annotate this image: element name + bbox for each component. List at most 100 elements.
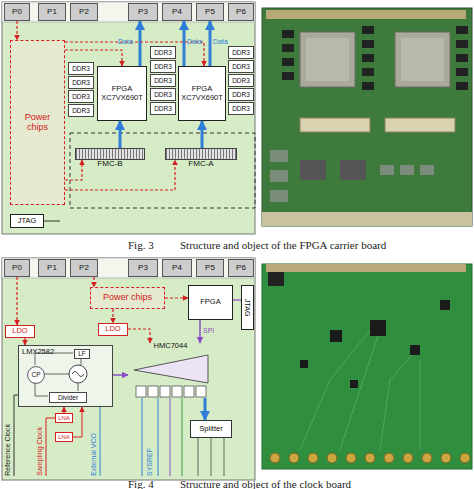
node-text: DDR3 <box>154 63 172 70</box>
connector <box>199 320 201 343</box>
node-text: P5 <box>205 264 215 273</box>
connector <box>73 407 82 437</box>
connector-pin: P5 <box>196 3 224 21</box>
connector <box>165 297 188 298</box>
fmc-connector: FMC-A <box>165 148 237 160</box>
connector-pin: P2 <box>70 259 98 277</box>
node-text: LF <box>78 350 86 357</box>
connector-pin: P4 <box>162 259 192 277</box>
jtag-header: JTAG <box>241 285 254 330</box>
connector <box>16 21 17 40</box>
node-text: P2 <box>79 264 89 273</box>
node-text: Power chips <box>103 293 152 303</box>
node-text: DDR3 <box>72 65 90 72</box>
fmc-connector: FMC-B <box>75 148 145 160</box>
output-block <box>148 386 158 397</box>
connector <box>16 277 17 325</box>
function-block: LF <box>74 349 90 359</box>
ldo-box: LDO <box>98 323 128 336</box>
node-text: DDR3 <box>72 107 90 114</box>
chip-box: FPGA <box>188 285 233 320</box>
node-text: JTAG <box>18 217 37 225</box>
chip-box: FPGA XC7VX690T <box>178 66 226 121</box>
connector <box>139 21 142 66</box>
memory-chip: DDR3 <box>150 60 176 73</box>
node-text: FMC-B <box>97 160 122 169</box>
connector-pin: P0 <box>4 259 30 277</box>
node-text: FPGA XC7VX690T <box>180 85 224 102</box>
connector <box>65 160 175 190</box>
charge-pump: CP <box>27 366 45 384</box>
power-block: Power chips <box>90 287 165 309</box>
node-text: LNA <box>58 415 70 422</box>
connector-pin: P1 <box>38 259 66 277</box>
signal-name: External VCO <box>90 433 97 476</box>
node-text: P0 <box>12 8 22 17</box>
memory-chip: DDR3 <box>68 90 94 103</box>
node-text: DDR3 <box>232 49 250 56</box>
node-text: P6 <box>236 264 246 273</box>
edge-label: Data <box>213 38 228 45</box>
memory-chip: DDR3 <box>150 102 176 115</box>
power-block: Power chips <box>10 40 65 205</box>
node-text: P1 <box>47 264 57 273</box>
node-text: LDO <box>12 327 27 335</box>
caption-text: Fig. 4 <box>128 478 154 489</box>
node-text: DDR3 <box>154 91 172 98</box>
output-block <box>136 386 146 397</box>
clock-distributor: HMC7044 <box>128 343 213 398</box>
node-text: CP <box>31 371 40 378</box>
node-text: P5 <box>205 8 215 17</box>
memory-chip: DDR3 <box>68 76 94 89</box>
memory-chip: DDR3 <box>150 88 176 101</box>
connector-pin: P5 <box>196 259 224 277</box>
node-text: DDR3 <box>232 63 250 70</box>
connector-pin: P6 <box>228 3 254 21</box>
memory-chip: DDR3 <box>68 62 94 75</box>
edge-label: SPI <box>203 327 214 334</box>
node-text: LDO <box>105 325 120 333</box>
node-text: DDR3 <box>154 49 172 56</box>
connector-pin: P1 <box>38 3 66 21</box>
circle-shape <box>28 367 45 384</box>
pll-chip: LMX2582LFCPDivider <box>18 345 113 407</box>
output-block <box>196 386 206 397</box>
node-text: DDR3 <box>72 79 90 86</box>
connector-pin: P0 <box>4 3 30 21</box>
connector <box>128 329 150 343</box>
node-text: FMC-A <box>188 160 213 169</box>
connector <box>201 121 204 148</box>
memory-chip: DDR3 <box>150 46 176 59</box>
node-text: DDR3 <box>232 105 250 112</box>
node-text: P1 <box>47 8 57 17</box>
splitter-box: Splitter <box>190 420 232 438</box>
amplifier-box: LNA <box>55 413 73 423</box>
node-text: JTAG <box>244 299 252 316</box>
connector-pin: P3 <box>128 3 158 21</box>
chip-box: FPGA XC7VX690T <box>97 66 147 121</box>
ldo-box: LDO <box>5 325 35 338</box>
caption-text: Structure and object of the clock board <box>180 478 351 489</box>
node-text: DDR3 <box>154 105 172 112</box>
memory-chip: DDR3 <box>228 88 254 101</box>
connector <box>204 398 207 420</box>
amplifier-box: LNA <box>55 432 73 442</box>
signal-name: Sampling Clock <box>36 427 43 476</box>
node-text: FPGA XC7VX690T <box>99 85 145 102</box>
edge-label: Data <box>187 38 202 45</box>
connector-pin: P3 <box>128 259 158 277</box>
connector <box>24 338 25 345</box>
connector-pin: P2 <box>70 3 98 21</box>
node-text: Divider <box>58 394 78 401</box>
node-text: P3 <box>138 264 148 273</box>
memory-chip: DDR3 <box>228 60 254 73</box>
node-text: DDR3 <box>232 77 250 84</box>
connector-pin: P4 <box>162 3 192 21</box>
memory-chip: DDR3 <box>228 46 254 59</box>
node-text: LNA <box>58 434 70 441</box>
chip-box: JTAG <box>10 214 44 228</box>
signal-name: Reference Clock <box>4 424 11 476</box>
connector-pin: P6 <box>228 259 254 277</box>
connector <box>119 121 122 148</box>
